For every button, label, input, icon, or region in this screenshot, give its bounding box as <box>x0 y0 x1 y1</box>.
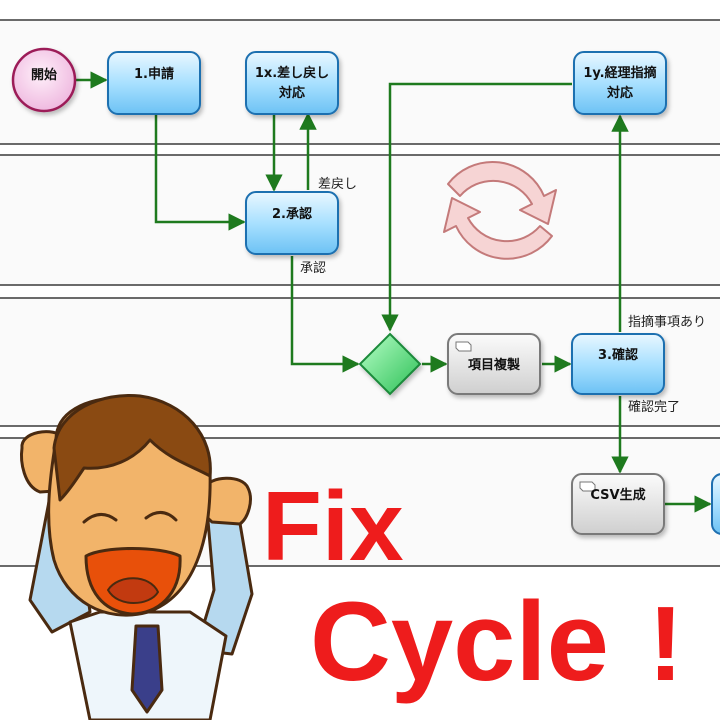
task-remand: 1x.差し戻し 対応 <box>245 51 339 115</box>
task-copy-items: 項目複製 <box>447 333 541 395</box>
tongue <box>107 577 159 604</box>
task-apply: 1.申請 <box>107 51 201 115</box>
necktie <box>130 624 164 714</box>
task-csv-label: CSV生成 <box>590 487 645 503</box>
task-review-fix: 1y.経理指摘 対応 <box>573 51 667 115</box>
task-confirm-label: 3.確認 <box>598 347 638 363</box>
task-approve: 2.承認 <box>245 191 339 255</box>
edge-label-has-issues: 指摘事項あり <box>628 314 706 330</box>
script-icon <box>455 341 472 352</box>
task-approve-label: 2.承認 <box>272 206 312 222</box>
script-icon <box>579 481 596 492</box>
edge-review-gateway <box>381 82 572 332</box>
hair <box>52 393 212 502</box>
edge-label-approved: 承認 <box>300 260 326 276</box>
edge-approve-gateway <box>290 256 360 373</box>
banner-word-fix: Fix <box>262 471 404 581</box>
right-eye <box>144 511 178 522</box>
cheering-man-illustration <box>20 393 254 720</box>
left-eye <box>82 513 118 524</box>
cycle-icon <box>443 161 557 260</box>
task-copy-items-label: 項目複製 <box>468 357 520 373</box>
edge-label-confirmed: 確認完了 <box>628 399 680 415</box>
banner-word-cycle: Cycle <box>310 579 609 704</box>
task-remand-label-1: 1x.差し戻し <box>255 65 329 81</box>
task-review-fix-label-2: 対応 <box>606 85 633 101</box>
edge-apply-approve <box>154 114 246 231</box>
task-remand-label-2: 対応 <box>278 85 305 101</box>
task-csv: CSV生成 <box>571 473 665 535</box>
gateway-diamond <box>358 332 422 396</box>
task-review-fix-label-1: 1y.経理指摘 <box>583 65 656 81</box>
task-apply-label: 1.申請 <box>134 66 174 82</box>
banner-exclamation: ! <box>648 585 683 703</box>
task-confirm: 3.確認 <box>571 333 665 395</box>
edge-label-remand: 差戻し <box>318 177 357 192</box>
task-next-partial <box>711 473 720 535</box>
lane-approver <box>0 154 720 286</box>
start-node-label: 開始 <box>31 67 57 83</box>
start-node: 開始 <box>11 47 77 113</box>
connectors <box>76 71 712 513</box>
